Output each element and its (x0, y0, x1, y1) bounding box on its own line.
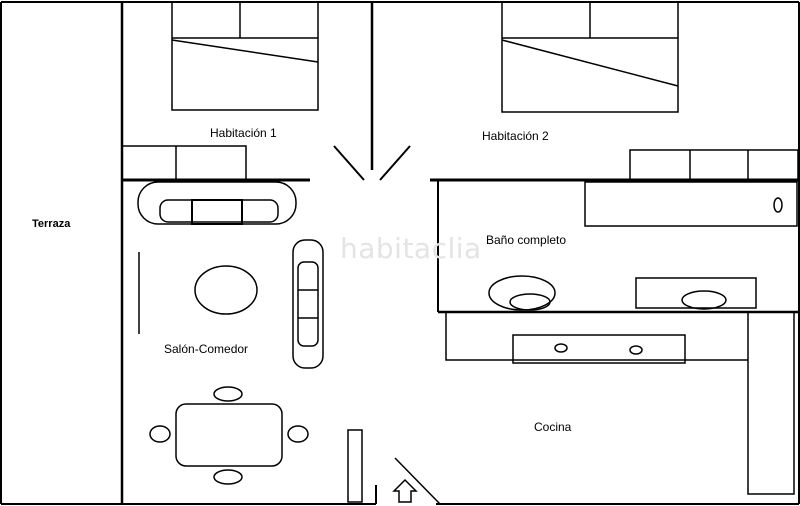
sink (635, 277, 757, 310)
dining-table (149, 386, 309, 485)
entrance-door (394, 457, 441, 505)
room-label-bedroom-1: Habitación 1 (210, 126, 277, 140)
sofa-horizontal (137, 181, 297, 225)
sofa-vertical (292, 239, 324, 369)
toilet (488, 275, 556, 311)
watermark: habitaclia (340, 232, 482, 265)
bed-2 (501, 1, 679, 113)
up-arrow-icon (392, 478, 418, 503)
coffee-table (194, 265, 258, 315)
bed-1 (171, 1, 319, 111)
wardrobe-2 (629, 149, 799, 181)
wardrobe-1 (121, 145, 247, 181)
bathtub (584, 181, 798, 227)
room-label-bathroom: Baño completo (486, 233, 567, 247)
room-label-bedroom-2: Habitación 2 (482, 129, 549, 143)
room-label-living: Salón-Comedor (164, 342, 249, 356)
room-label-kitchen: Cocina (534, 420, 572, 434)
room-label-terrace: Terraza (32, 218, 71, 230)
hall-doors (333, 145, 411, 181)
kitchen-counter (445, 311, 795, 495)
hall-cabinet (347, 429, 363, 503)
